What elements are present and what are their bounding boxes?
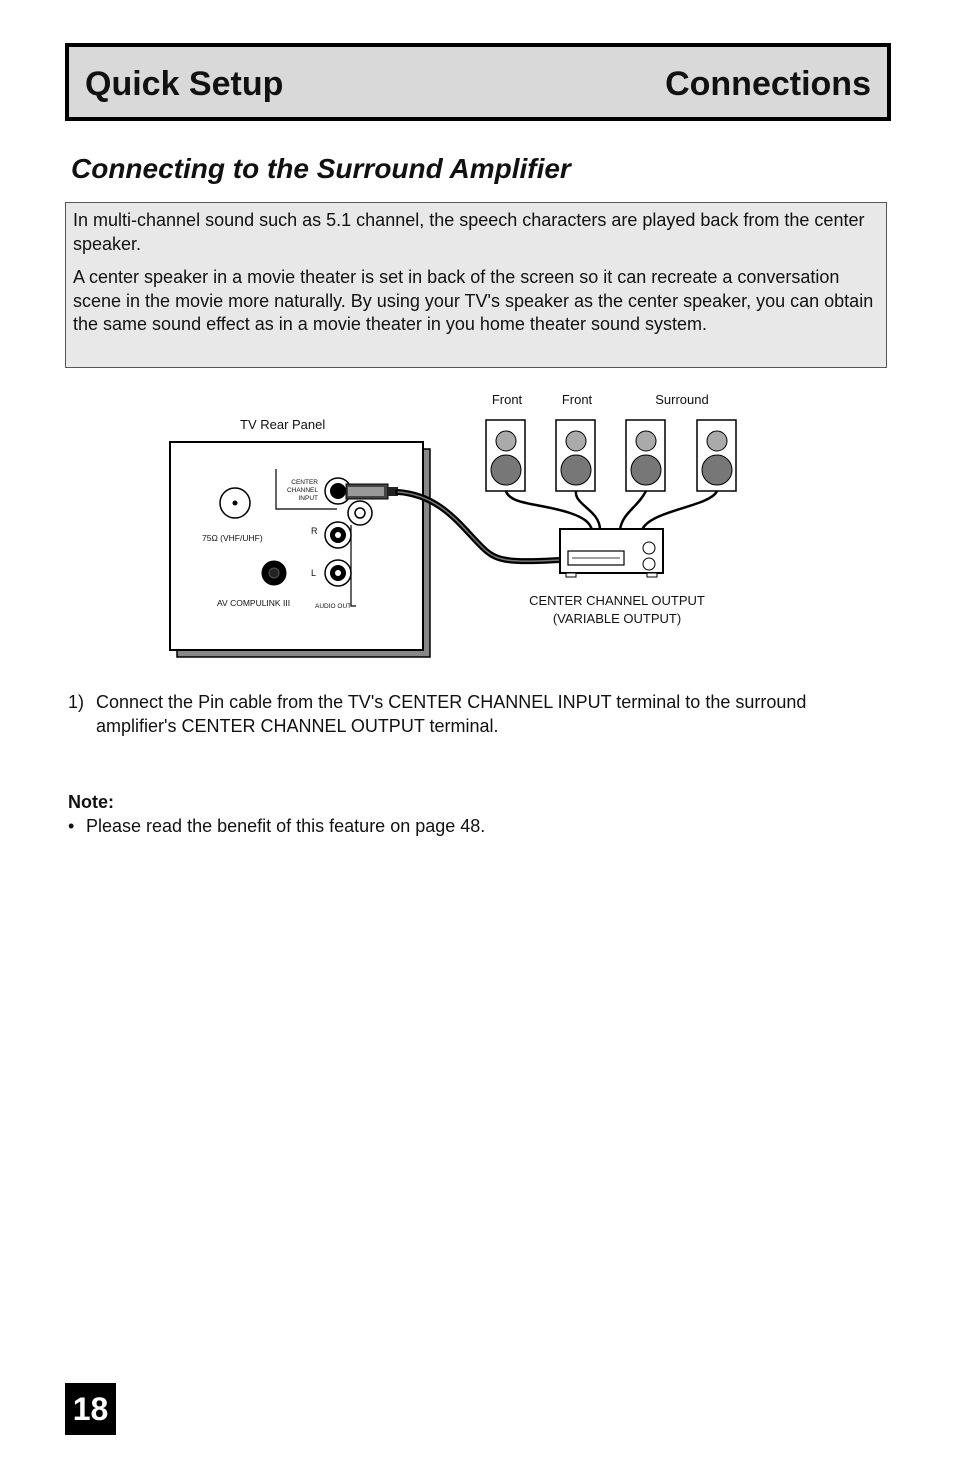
speaker-surround-1 [625,419,666,492]
intro-box: In multi-channel sound such as 5.1 chann… [65,202,887,368]
speaker-wire-front-2 [574,490,602,531]
header-title-right: Connections [665,65,871,103]
center-input-label-1: CENTER [291,479,318,486]
center-input-label-3: INPUT [299,495,319,502]
amp-output-label-2: (VARIABLE OUTPUT) [553,611,681,626]
connection-diagram: TV Rear Panel 75Ω (VHF/UHF) AV COMPULINK… [169,392,737,658]
audio-l-label: L [311,568,316,578]
amplifier-foot-right [646,572,658,578]
center-input-jack-inner [330,483,346,499]
compulink-jack-inner [268,567,280,579]
center-input-label-2: CHANNEL [287,487,318,494]
speaker-woofer [701,454,733,486]
speaker-front-2 [555,419,596,492]
audio-out-bracket [350,525,356,607]
speaker-woofer [630,454,662,486]
speaker-tweeter [635,430,657,452]
speaker-woofer [560,454,592,486]
step-1: 1) Connect the Pin cable from the TV's C… [68,690,888,738]
note-label: Note: [68,792,114,812]
speaker-wire-surround-1 [618,490,648,531]
speaker-woofer [490,454,522,486]
speaker-label-front-1: Front [492,392,523,407]
speaker-wire-front-1 [504,490,594,531]
header-title-left: Quick Setup [85,65,284,103]
pin-cable-highlight [397,491,561,562]
tv-rear-panel [169,441,424,651]
center-input-bracket [275,469,337,510]
rca-plug-boot [388,487,398,496]
amplifier-knob-1 [642,541,656,555]
section-title: Connecting to the Surround Amplifier [71,153,571,184]
intro-paragraph-2: A center speaker in a movie theater is s… [73,267,874,334]
audio-out-label: AUDIO OUT [315,603,351,610]
speaker-tweeter [495,430,517,452]
step-number: 1) [68,692,85,712]
compulink-label: AV COMPULINK III [217,598,290,608]
speaker-front-1 [485,419,526,492]
speaker-tweeter [706,430,728,452]
plug-ring-inner [354,507,366,519]
step-text: Connect the Pin cable from the TV's CENT… [96,692,807,736]
page-header: Quick Setup Connections [65,43,891,121]
antenna-jack-pin [232,500,238,506]
audio-r-jack-pin [335,532,341,538]
amplifier-foot-left [565,572,577,578]
note-bullet: • [68,816,75,836]
speaker-label-front-2: Front [562,392,593,407]
note-text: Please read the benefit of this feature … [86,816,486,836]
amplifier-knob-2 [642,557,656,571]
rca-plug-highlight [348,487,384,496]
antenna-label: 75Ω (VHF/UHF) [202,533,263,543]
intro-paragraph-1: In multi-channel sound such as 5.1 chann… [73,210,865,254]
audio-r-label: R [311,526,318,536]
amp-output-label-1: CENTER CHANNEL OUTPUT [529,593,705,608]
audio-l-jack-pin [335,570,341,576]
speaker-wire-surround-2 [640,490,719,531]
speaker-surround-2 [696,419,737,492]
page-number: 18 [65,1383,116,1435]
speaker-tweeter [565,430,587,452]
note-item: • Please read the benefit of this feature… [68,816,485,837]
tv-panel-label: TV Rear Panel [240,417,325,432]
speaker-label-surround: Surround [655,392,708,407]
